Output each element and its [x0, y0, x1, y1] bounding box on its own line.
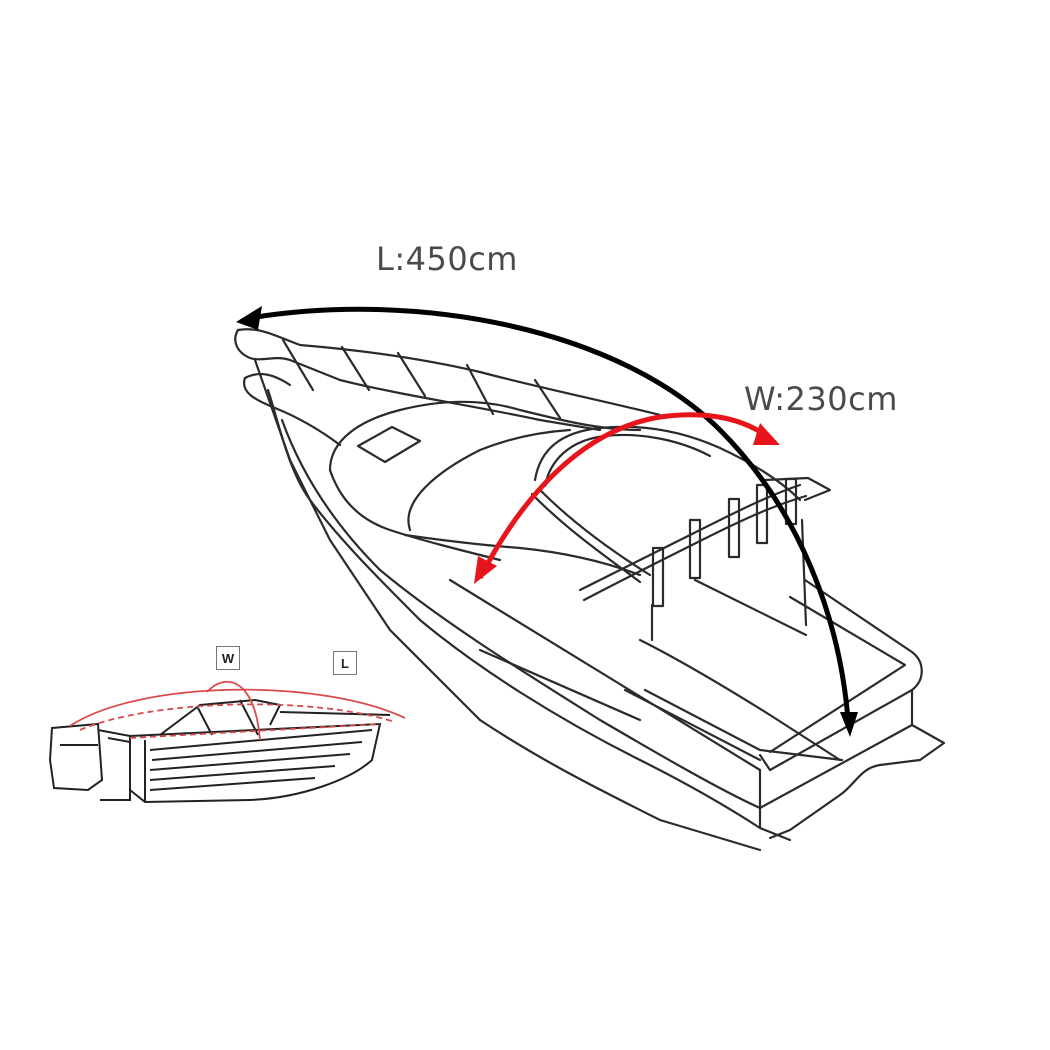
- inset-length-tag: L: [333, 651, 357, 675]
- width-arrow: [474, 412, 780, 584]
- inset-arrows: [69, 681, 406, 741]
- inset-boat-illustration: [48, 698, 391, 804]
- length-arrow: [236, 306, 858, 737]
- inset-width-tag: W: [216, 646, 240, 670]
- length-label: L:450cm: [376, 240, 518, 278]
- width-label: W:230cm: [744, 380, 898, 418]
